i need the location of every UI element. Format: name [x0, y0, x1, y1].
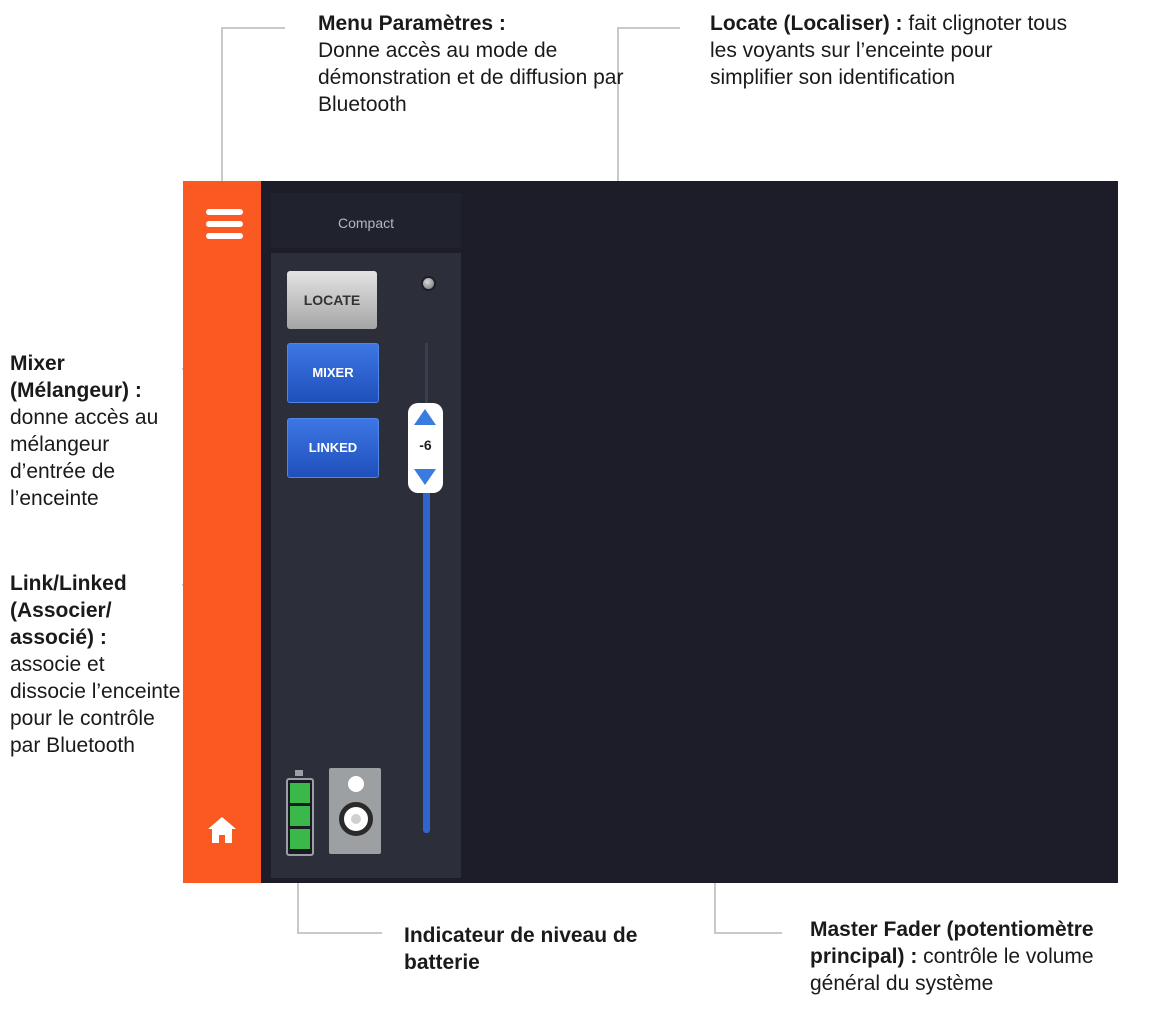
- master-fader-track[interactable]: [423, 473, 430, 833]
- annotation-locate-body: fait clignoter tous les voyants sur l’en…: [710, 12, 1068, 89]
- device-header: Compact: [271, 193, 461, 248]
- linked-button[interactable]: LINKED: [287, 418, 379, 478]
- master-fader-handle[interactable]: -6: [408, 403, 443, 493]
- locate-button[interactable]: LOCATE: [287, 271, 377, 329]
- app-screen: Compact LOCATE MIXER LINKED -6: [183, 181, 1118, 883]
- master-fader-value: -6: [419, 437, 432, 453]
- battery-terminal: [295, 770, 303, 776]
- annotation-mixer: Mixer (Mélangeur) : donne accès au mélan…: [10, 350, 185, 512]
- speaker-icon[interactable]: [329, 768, 381, 854]
- device-card: LOCATE MIXER LINKED -6: [271, 253, 461, 878]
- arrow-down-icon[interactable]: [414, 469, 436, 485]
- arrow-up-icon[interactable]: [414, 409, 436, 425]
- menu-icon[interactable]: [198, 199, 248, 251]
- callout-line-menu: [221, 27, 285, 187]
- battery-cell: [290, 783, 310, 803]
- speaker-woofer: [339, 802, 373, 836]
- annotation-battery-title: Indicateur de niveau de batterie: [404, 924, 638, 974]
- battery-cell: [290, 806, 310, 826]
- annotation-mixer-body: donne accès au mélangeur d’entrée de l’e…: [10, 406, 159, 510]
- annotation-battery: Indicateur de niveau de batterie: [404, 922, 704, 976]
- annotation-locate-title: Locate (Localiser) :: [710, 12, 903, 35]
- callout-line-battery: [297, 868, 382, 934]
- annotation-master-title: Master Fader (potentiomètre principal) :: [810, 918, 1094, 968]
- locate-led-indicator: [423, 278, 434, 289]
- annotation-master-body: contrôle le volume général du système: [810, 945, 1094, 995]
- annotation-link: Link/Linked (Associer/ associé) : associ…: [10, 570, 185, 759]
- annotation-menu-body: Donne accès au mode de démonstration et …: [318, 39, 624, 116]
- annotation-master: Master Fader (potentiomètre principal) :…: [810, 916, 1155, 997]
- speaker-tweeter: [348, 776, 364, 792]
- annotation-link-body: associe et dissocie l’enceinte pour le c…: [10, 653, 181, 757]
- annotation-menu: Menu Paramètres : Donne accès au mode de…: [318, 10, 638, 118]
- home-icon[interactable]: [207, 816, 237, 844]
- master-fader-track-upper: [425, 343, 428, 403]
- battery-icon: [286, 778, 314, 856]
- device-name: Compact: [337, 215, 395, 231]
- annotation-locate: Locate (Localiser) : fait clignoter tous…: [710, 10, 1070, 91]
- annotation-menu-title: Menu Paramètres :: [318, 12, 506, 35]
- annotation-link-title: Link/Linked (Associer/ associé) :: [10, 572, 127, 649]
- mixer-button[interactable]: MIXER: [287, 343, 379, 403]
- battery-cell: [290, 829, 310, 849]
- annotation-mixer-title: Mixer (Mélangeur) :: [10, 352, 142, 402]
- sidebar: [183, 181, 261, 883]
